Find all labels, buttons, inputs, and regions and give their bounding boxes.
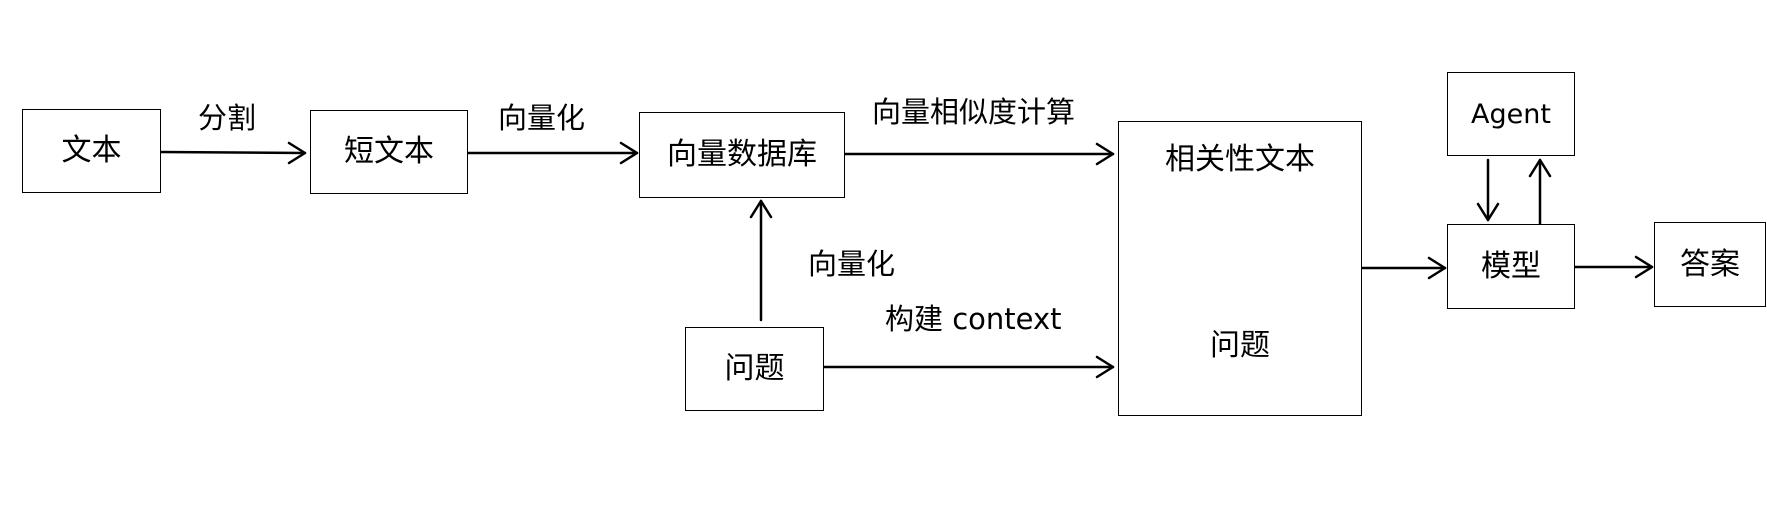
short-text-node-label: 短文本 — [344, 134, 434, 169]
model-node-label: 模型 — [1481, 248, 1541, 284]
arrow-model-to-agent — [1528, 158, 1552, 226]
agent-node: Agent — [1447, 72, 1575, 156]
agent-node-label: Agent — [1471, 98, 1551, 130]
arrow-vector-db-to-relevant-box — [843, 142, 1115, 166]
arrow-short-text-to-vector-db — [465, 141, 639, 165]
question-node: 问题 — [685, 327, 824, 411]
edge-label-build-context: 构建 context — [885, 302, 1062, 336]
arrow-relevant-box-to-model — [1359, 256, 1447, 280]
model-node: 模型 — [1447, 224, 1575, 309]
relevant-text-label: 相关性文本 — [1165, 142, 1315, 177]
short-text-node: 短文本 — [310, 110, 468, 194]
vector-db-node-label: 向量数据库 — [667, 137, 817, 172]
arrow-model-to-answer — [1572, 255, 1654, 279]
text-node-label: 文本 — [61, 133, 122, 168]
edge-label-vectorize-2: 向量化 — [808, 247, 896, 281]
edge-label-vectorize-1: 向量化 — [498, 101, 586, 135]
arrow-text-to-short-text — [158, 141, 307, 165]
arrow-question-to-relevant-box — [821, 355, 1115, 379]
question-node-label: 问题 — [724, 351, 785, 386]
arrow-agent-to-model — [1476, 158, 1500, 222]
box-question-label: 问题 — [1210, 328, 1270, 363]
edge-label-similarity: 向量相似度计算 — [872, 95, 1076, 129]
text-node: 文本 — [22, 109, 161, 193]
answer-node-label: 答案 — [1680, 246, 1740, 282]
relevant-text-question-box: 相关性文本 问题 — [1118, 121, 1362, 416]
edge-label-split: 分割 — [198, 101, 257, 135]
answer-node: 答案 — [1654, 222, 1766, 307]
vector-db-node: 向量数据库 — [639, 112, 845, 198]
arrow-question-to-vector-db — [749, 199, 773, 322]
